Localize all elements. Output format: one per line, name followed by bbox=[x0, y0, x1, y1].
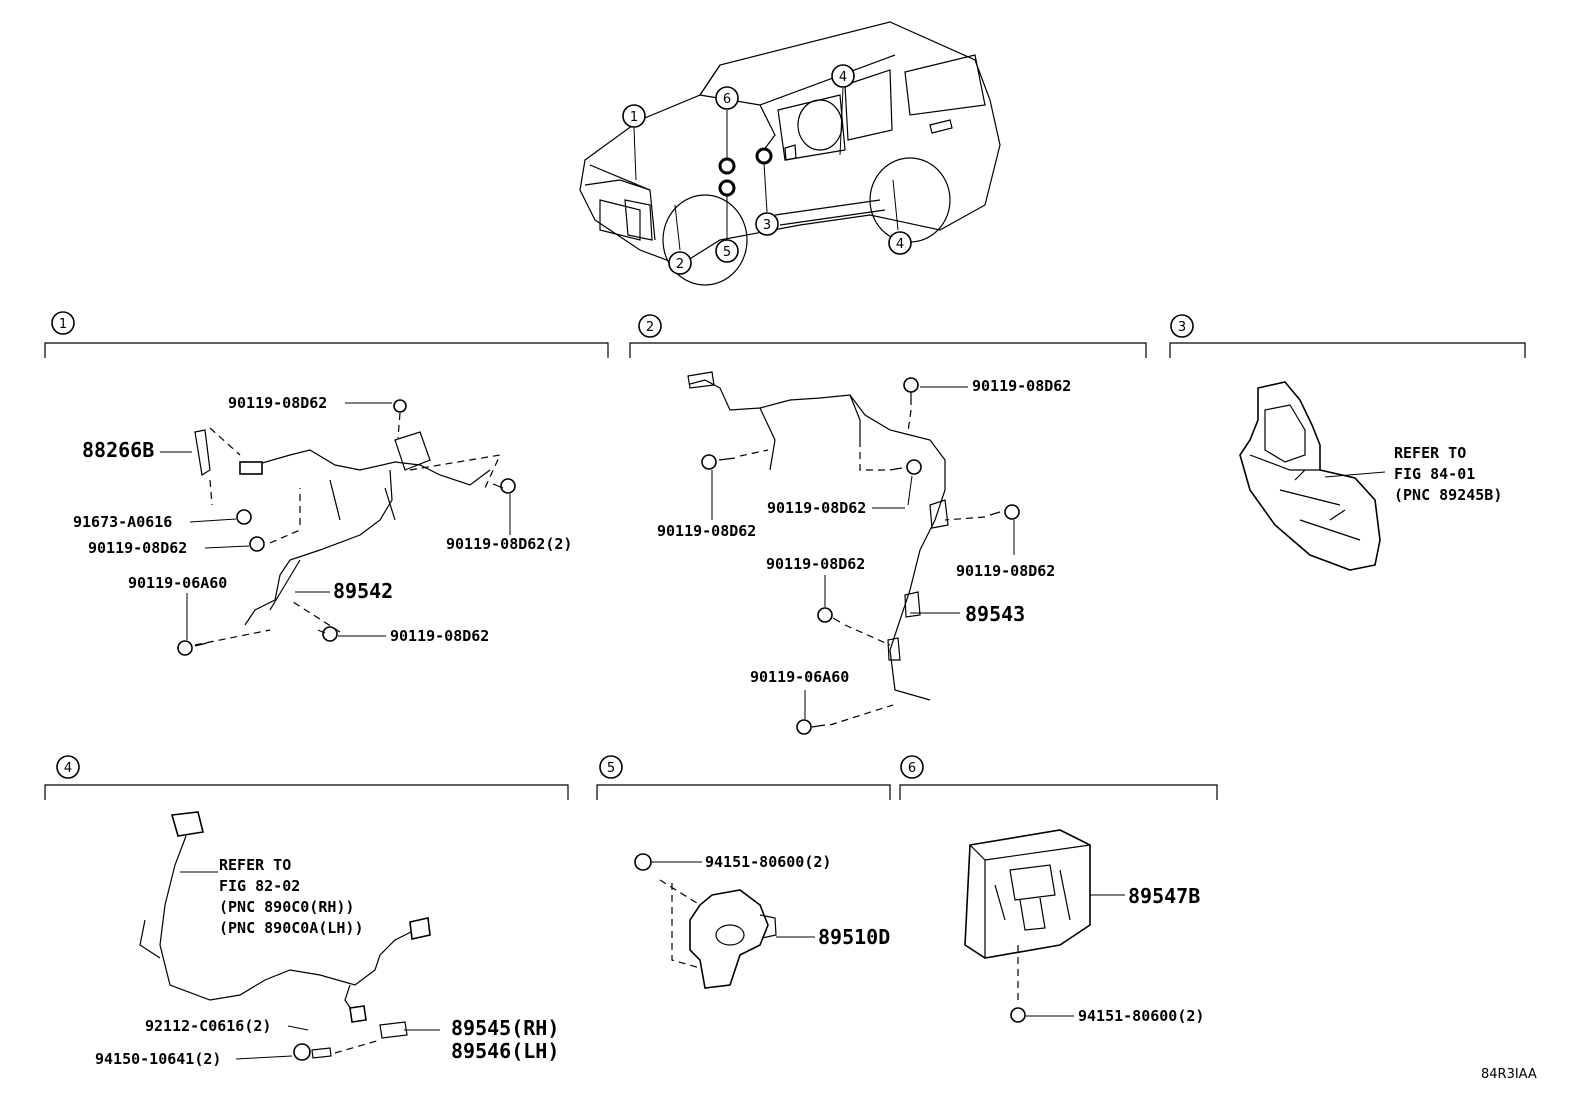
vehicle-callout-6: 6 bbox=[723, 92, 731, 107]
section-6-number: 6 bbox=[908, 761, 916, 776]
vehicle-callout-5: 5 bbox=[723, 245, 731, 260]
section-brackets bbox=[44, 342, 1526, 800]
vehicle-callout-4-bottom: 4 bbox=[896, 237, 904, 252]
vehicle-callouts: 1 6 4 2 5 3 4 bbox=[622, 64, 912, 275]
s2-label-bolt-left: 90119-08D62 bbox=[657, 522, 756, 540]
s5-label-94151: 94151-80600(2) bbox=[705, 853, 831, 871]
s1-label-06A60: 90119-06A60 bbox=[128, 574, 227, 592]
vehicle-callout-2: 2 bbox=[676, 257, 684, 272]
section-3-number: 3 bbox=[1178, 320, 1186, 335]
s1-label-bolt-left: 90119-08D62 bbox=[88, 539, 187, 557]
s5-label-89510D: 89510D bbox=[818, 925, 890, 949]
s4-label-94150: 94150-10641(2) bbox=[95, 1050, 221, 1068]
section-callouts: 1 2 3 4 5 6 bbox=[51, 311, 1194, 779]
section-2-drawing: 90119-08D62 90119-08D62 90119-08D62 9011… bbox=[657, 371, 1071, 735]
s3-refer-1: REFER TO bbox=[1394, 444, 1466, 462]
s2-label-bolt-top: 90119-08D62 bbox=[972, 377, 1071, 395]
s4-refer-1: REFER TO bbox=[219, 856, 291, 874]
vehicle-callout-1: 1 bbox=[630, 110, 638, 125]
section-4-drawing: REFER TO FIG 82-02 (PNC 890C0(RH)) (PNC … bbox=[95, 811, 559, 1068]
vehicle-illustration bbox=[579, 21, 1001, 286]
s3-refer-2: FIG 84-01 bbox=[1394, 465, 1475, 483]
figure-code: 84R3IAA bbox=[1481, 1067, 1537, 1082]
s1-label-bolt-top: 90119-08D62 bbox=[228, 394, 327, 412]
s2-label-bolt-mid: 90119-08D62 bbox=[767, 499, 866, 517]
s6-label-89547B: 89547B bbox=[1128, 884, 1200, 908]
s4-refer-3: (PNC 890C0(RH)) bbox=[219, 898, 354, 916]
section-4-number: 4 bbox=[64, 761, 72, 776]
section-2-number: 2 bbox=[646, 320, 654, 335]
s1-label-91673: 91673-A0616 bbox=[73, 513, 172, 531]
section-1-number: 1 bbox=[59, 317, 67, 332]
section-1-drawing: 90119-08D62 88266B 91673-A0616 90119-08D… bbox=[73, 394, 572, 656]
vehicle-callout-4-top: 4 bbox=[839, 70, 847, 85]
s1-label-89542: 89542 bbox=[333, 579, 393, 603]
s1-label-88266B: 88266B bbox=[82, 438, 154, 462]
s4-label-89545: 89545(RH) bbox=[451, 1016, 559, 1040]
s2-label-89543: 89543 bbox=[965, 602, 1025, 626]
section-6-drawing: 89547B 94151-80600(2) bbox=[964, 829, 1204, 1025]
s4-label-92112: 92112-C0616(2) bbox=[145, 1017, 271, 1035]
s1-label-bolt-right-2: 90119-08D62(2) bbox=[446, 535, 572, 553]
s2-label-bolt-right: 90119-08D62 bbox=[956, 562, 1055, 580]
s1-label-bolt-bottom: 90119-08D62 bbox=[390, 627, 489, 645]
s4-label-89546: 89546(LH) bbox=[451, 1039, 559, 1063]
s2-label-bolt-lower: 90119-08D62 bbox=[766, 555, 865, 573]
section-3-drawing: REFER TO FIG 84-01 (PNC 89245B) bbox=[1239, 381, 1502, 571]
s6-label-94151: 94151-80600(2) bbox=[1078, 1007, 1204, 1025]
section-5-drawing: 94151-80600(2) 89510D bbox=[634, 853, 890, 989]
s4-refer-4: (PNC 890C0A(LH)) bbox=[219, 919, 364, 937]
s3-refer-3: (PNC 89245B) bbox=[1394, 486, 1502, 504]
s4-refer-2: FIG 82-02 bbox=[219, 877, 300, 895]
vehicle-callout-3: 3 bbox=[763, 218, 771, 233]
section-5-number: 5 bbox=[607, 761, 615, 776]
s2-label-06A60: 90119-06A60 bbox=[750, 668, 849, 686]
